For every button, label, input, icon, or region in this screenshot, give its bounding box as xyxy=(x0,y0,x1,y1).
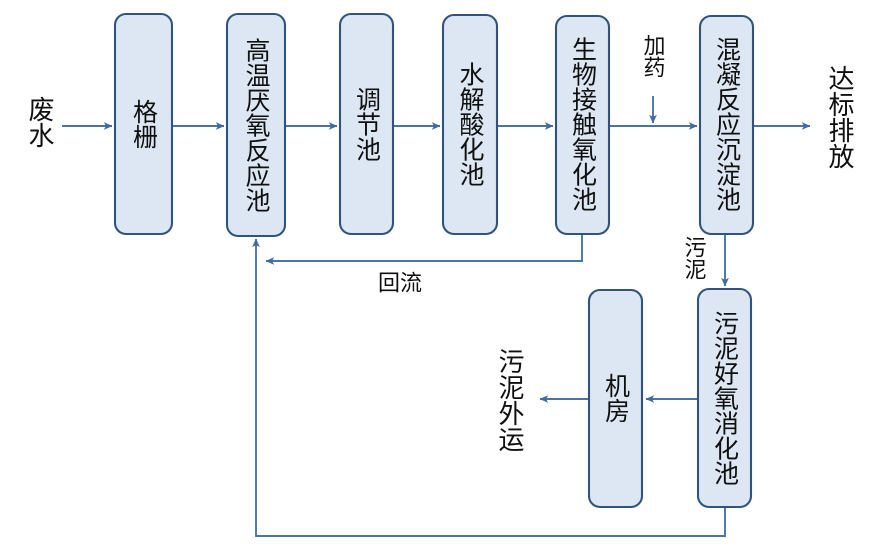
node-anaerobic[interactable]: 高温厌氧反应池 xyxy=(225,12,287,238)
node-sludgedigestion-shape[interactable] xyxy=(696,287,753,509)
node-grid-label: 格栅 xyxy=(130,99,159,149)
node-coagulation[interactable]: 混凝反应沉淀池 xyxy=(698,14,755,236)
node-machineroom-shape[interactable] xyxy=(587,288,644,509)
label-sludge: 污泥 xyxy=(682,236,707,280)
node-grid[interactable]: 格栅 xyxy=(113,12,174,236)
node-sludgedigestion-label: 污泥好氧消化池 xyxy=(711,311,740,486)
node-hydrolysis-label: 水解酸化池 xyxy=(456,62,485,187)
edge-biocontact-reflux xyxy=(265,234,583,265)
node-hydrolysis-shape[interactable] xyxy=(441,13,499,236)
edge-sludgedig-return-anaerobic xyxy=(252,238,726,537)
node-hydrolysis[interactable]: 水解酸化池 xyxy=(441,13,499,236)
node-biocontact-shape[interactable] xyxy=(554,14,611,236)
label-layer: 废水 达标排放 污泥外运 加药 回流 污泥 xyxy=(25,34,855,452)
label-effluent: 达标排放 xyxy=(825,65,855,169)
node-sludgedigestion[interactable]: 污泥好氧消化池 xyxy=(696,287,753,509)
node-machineroom[interactable]: 机房 xyxy=(587,288,644,509)
node-anaerobic-label: 高温厌氧反应池 xyxy=(242,38,271,213)
node-regulate-shape[interactable] xyxy=(338,12,395,236)
node-layer: 格栅 高温厌氧反应池 调节池 水解酸化池 生物接触氧化池 混凝反应沉淀池 xyxy=(113,12,755,509)
node-grid-shape[interactable] xyxy=(113,12,174,236)
label-dosing: 加药 xyxy=(641,34,666,78)
node-anaerobic-shape[interactable] xyxy=(225,12,287,238)
node-machineroom-label: 机房 xyxy=(602,373,631,423)
node-coagulation-label: 混凝反应沉淀池 xyxy=(713,37,742,212)
label-reflux: 回流 xyxy=(378,271,422,296)
node-regulate-label: 调节池 xyxy=(353,87,382,162)
node-biocontact-label: 生物接触氧化池 xyxy=(569,37,598,212)
node-regulate[interactable]: 调节池 xyxy=(338,12,395,236)
node-coagulation-shape[interactable] xyxy=(698,14,755,236)
label-sludge-transport: 污泥外运 xyxy=(495,348,525,452)
label-influent: 废水 xyxy=(25,96,55,148)
edge-layer xyxy=(62,96,811,537)
node-biocontact[interactable]: 生物接触氧化池 xyxy=(554,14,611,236)
